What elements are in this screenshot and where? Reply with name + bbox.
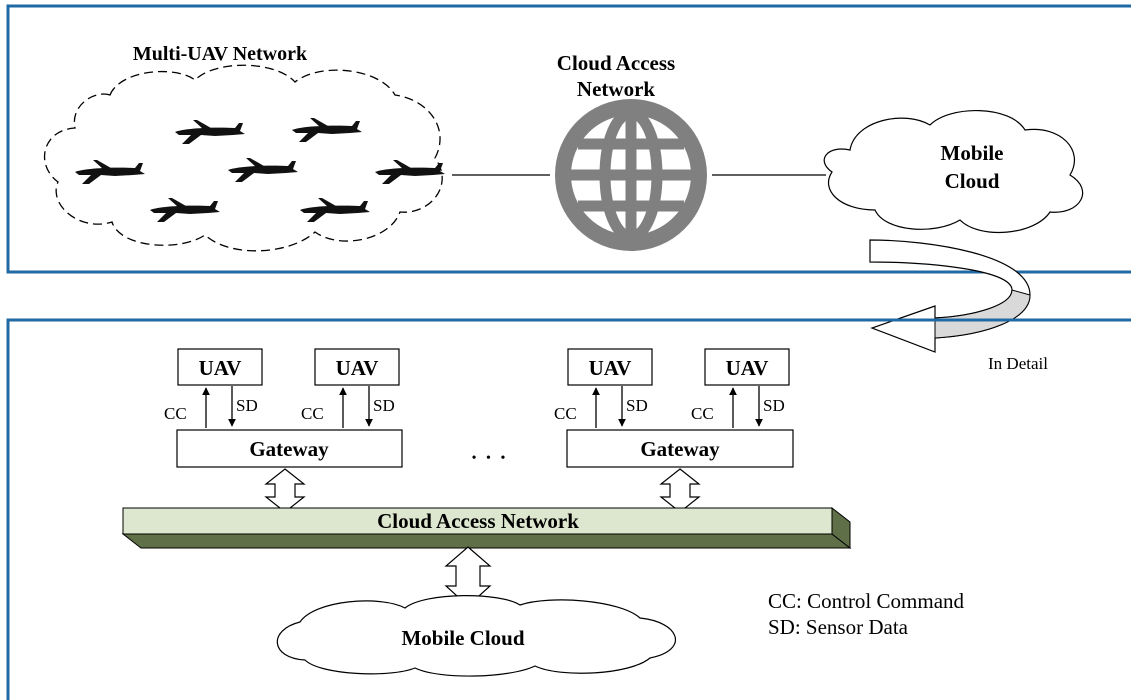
mobile-cloud-label-line1: Mobile: [941, 141, 1004, 165]
uav-box: [567, 348, 653, 386]
sd-label: SD: [626, 396, 648, 415]
cc-label: CC: [301, 404, 324, 423]
gateway-group-2: UAV UAV CC SD CC SD Gateway: [554, 348, 794, 468]
uav-box-label: UAV: [726, 356, 769, 380]
in-detail-arrow: [869, 239, 1031, 353]
overview-panel: [6, 4, 1131, 274]
sd-label: SD: [763, 396, 785, 415]
gateway-label: Gateway: [249, 437, 329, 461]
mobile-cloud-label-line2: Cloud: [945, 169, 1000, 193]
cloud-access-network-label-line2: Network: [577, 77, 655, 101]
cc-label: CC: [164, 404, 187, 423]
mobile-cloud-bottom-label: Mobile Cloud: [401, 626, 524, 650]
uav-box-label: UAV: [589, 356, 632, 380]
uav-box: [177, 348, 263, 386]
uav-box: [704, 348, 790, 386]
uav-box: [314, 348, 400, 386]
legend-cc: CC: Control Command: [768, 589, 965, 613]
legend-sd: SD: Sensor Data: [768, 615, 909, 639]
gateway-bus-double-arrow: [659, 468, 701, 513]
cc-label: CC: [554, 404, 577, 423]
cloud-access-network-bus: [121, 506, 852, 550]
sd-label: SD: [373, 396, 395, 415]
sd-label: SD: [236, 396, 258, 415]
cc-label: CC: [691, 404, 714, 423]
uav-box-label: UAV: [336, 356, 379, 380]
globe-icon: [555, 99, 707, 251]
gateway-bus-double-arrow: [264, 468, 306, 513]
in-detail-label: In Detail: [988, 354, 1048, 373]
gateway-box: [566, 429, 794, 468]
multi-uav-network-cloud: [43, 64, 443, 252]
ellipsis: • • •: [472, 451, 509, 466]
mobile-cloud-bottom-shape: [276, 595, 677, 677]
gateway-box: [176, 429, 403, 468]
cloud-access-network-label-line1: Cloud Access: [557, 51, 675, 75]
uav-box-label: UAV: [199, 356, 242, 380]
detail-panel: [6, 318, 1131, 700]
gateway-label: Gateway: [640, 437, 720, 461]
mobile-cloud-shape: [823, 109, 1083, 234]
bus-label: Cloud Access Network: [377, 509, 579, 533]
multi-uav-network-label: Multi-UAV Network: [133, 43, 308, 65]
gateway-group-1: UAV UAV CC SD CC SD Gateway: [164, 348, 403, 468]
